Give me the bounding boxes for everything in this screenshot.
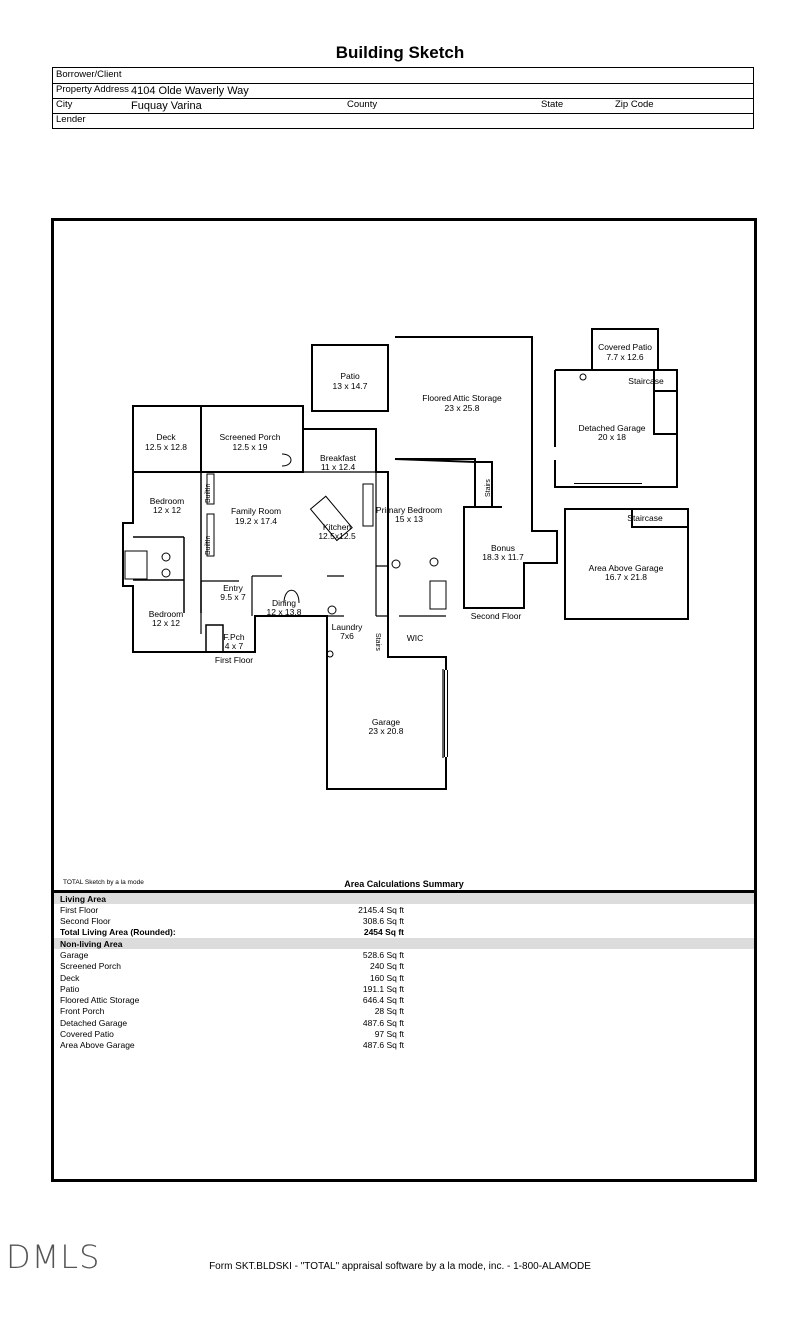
deck-label: Deck [156,432,176,442]
dining-dim: 12 x 13.8 [267,607,302,617]
builtin-upper [206,473,215,505]
builtin-label-1: BuiltIn [205,483,212,503]
state-label: State [541,99,564,110]
address-value: 4104 Olde Waverly Way [131,85,249,97]
kitchen-counter [362,483,374,527]
bath-tub-2 [429,580,447,610]
living-area-heading: Living Area [54,893,754,905]
door-swing-2 [281,453,292,467]
garage-label: Garage [372,717,401,727]
fpch-label: F.Pch [223,632,245,642]
patio-label: Patio [340,371,360,381]
address-row: Property Address 4104 Olde Waverly Way [53,83,753,99]
family-room-label: Family Room [231,506,281,516]
borrower-label: Borrower/Client [56,69,122,80]
kitchen-label: Kitchen [323,522,352,532]
deck-dim: 12.5 x 12.8 [145,442,187,452]
attic-dim: 23 x 25.8 [445,403,480,413]
detached-garage-dim: 20 x 18 [598,432,626,442]
property-header: Borrower/Client Property Address 4104 Ol… [52,67,754,129]
summary-title: Area Calculations Summary [344,879,464,889]
bedroom1-dim: 12 x 12 [153,505,181,515]
bedroom1-label: Bedroom [150,496,185,506]
area-above-garage-label: Area Above Garage [589,563,664,573]
screened-porch-label: Screened Porch [220,432,281,442]
zip-label: Zip Code [615,99,654,110]
patio-outline [311,344,389,412]
screened-porch-dim: 12.5 x 19 [233,442,268,452]
credit-note: TOTAL Sketch by a la mode [63,879,144,886]
bedroom2-dim: 12 x 12 [152,618,180,628]
attic-outline [394,336,558,609]
garage-staircase [621,369,677,435]
total-living-row: Total Living Area (Rounded):2454 Sq ft [60,927,404,938]
city-row: City Fuquay Varina County State Zip Code [53,98,753,114]
primary-bedroom-dim: 15 x 13 [395,514,423,524]
wic-label: WIC [407,633,424,643]
non-living-heading: Non-living Area [54,938,754,950]
lender-label: Lender [56,114,86,125]
first-floor-label: First Floor [215,655,253,665]
detached-garage-label: Detached Garage [578,423,645,433]
sketch-frame: Deck 12.5 x 12.8 Screened Porch 12.5 x 1… [51,218,757,1182]
form-footer: Form SKT.BLDSKI - "TOTAL" appraisal soft… [209,1261,591,1272]
laundry-label: Laundry [332,622,363,632]
section-divider [54,890,754,893]
breakfast-label: Breakfast [320,453,357,463]
second-floor-label: Second Floor [471,611,522,621]
kitchen-dim: 12.5x12.5 [318,531,356,541]
builtin-lower [206,513,215,557]
above-garage-staircase-label: Staircase [627,513,663,523]
borrower-row: Borrower/Client [53,68,753,84]
patio-dim: 13 x 14.7 [333,381,368,391]
lender-row: Lender [53,113,753,128]
laundry-dim: 7x6 [340,631,354,641]
bath-tub-1 [124,550,148,580]
address-label: Property Address [56,84,129,95]
bonus-dim: 18.3 x 11.7 [482,552,524,562]
entry-dim: 9.5 x 7 [220,592,246,602]
breakfast-dim: 11 x 12.4 [321,462,356,472]
dining-label: Dining [272,598,296,608]
city-label: City [56,99,73,110]
garage-dim: 23 x 20.8 [369,726,404,736]
covered-patio-label: Covered Patio [598,342,652,352]
area-above-garage-outline [564,508,689,620]
dmls-logo: DMLS [6,1238,101,1276]
city-value: Fuquay Varina [131,100,202,112]
bonus-label: Bonus [491,543,515,553]
bonus-stairs-label: Stairs [485,479,492,497]
first-floor-stairs-label: Stairs [374,633,381,651]
door-swing-1 [283,589,300,604]
county-label: County [347,99,378,110]
bedroom2-label: Bedroom [149,609,184,619]
family-room-dim: 19.2 x 17.4 [235,516,277,526]
builtin-label-2: BuiltIn [205,535,212,555]
primary-bedroom-label: Primary Bedroom [376,505,442,515]
entry-label: Entry [223,583,244,593]
floor-plan: Deck 12.5 x 12.8 Screened Porch 12.5 x 1… [54,221,754,890]
page-title: Building Sketch [335,43,465,62]
attic-label: Floored Attic Storage [422,393,502,403]
garage-staircase-label: Staircase [628,376,664,386]
covered-patio-dim: 7.7 x 12.6 [606,352,644,362]
kitchen-island [309,495,353,542]
floor-plan-drawing: Deck 12.5 x 12.8 Screened Porch 12.5 x 1… [122,328,689,790]
fpch-dim: 4 x 7 [225,641,244,651]
first-floor-outline [122,428,447,790]
area-above-garage-dim: 16.7 x 21.8 [605,572,647,582]
